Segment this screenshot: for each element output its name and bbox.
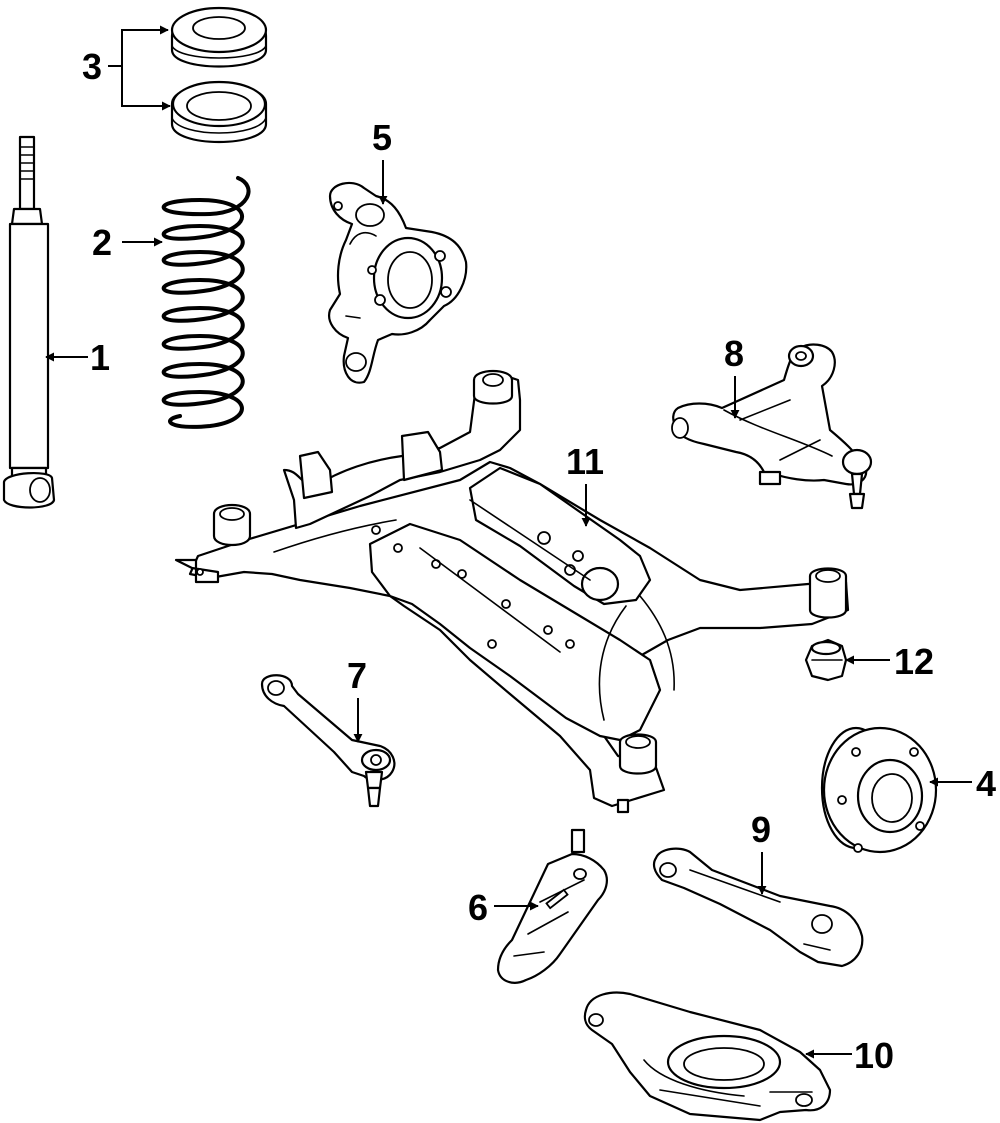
steering-knuckle [328,181,468,384]
callout-11: 11 [566,441,604,482]
lower-spring-seat [170,80,268,144]
callout-1: 1 [90,337,110,378]
callout-7: 7 [347,655,367,696]
callout-9: 9 [751,809,771,850]
lower-link [496,828,608,984]
callout-12: 12 [894,641,934,682]
callout-4: 4 [976,763,996,804]
rear-subframe [174,369,850,814]
lateral-link [652,847,864,968]
upper-spring-seat [170,6,268,68]
callout-2: 2 [92,222,112,263]
lower-control-arm [583,991,832,1122]
shock-absorber [2,135,56,509]
callout-6: 6 [468,887,488,928]
coil-spring [161,176,251,429]
callout-5: 5 [372,117,392,158]
callout-10: 10 [854,1035,894,1076]
callout-3: 3 [82,46,102,87]
callout-leaders [45,25,972,1059]
callout-8: 8 [724,333,744,374]
stabilizer-link [260,674,396,808]
subframe-nut [804,638,848,682]
upper-control-arm [671,343,873,510]
callout-labels: 1 2 3 4 5 6 7 8 9 10 11 12 [82,46,996,1076]
wheel-hub [820,726,938,854]
